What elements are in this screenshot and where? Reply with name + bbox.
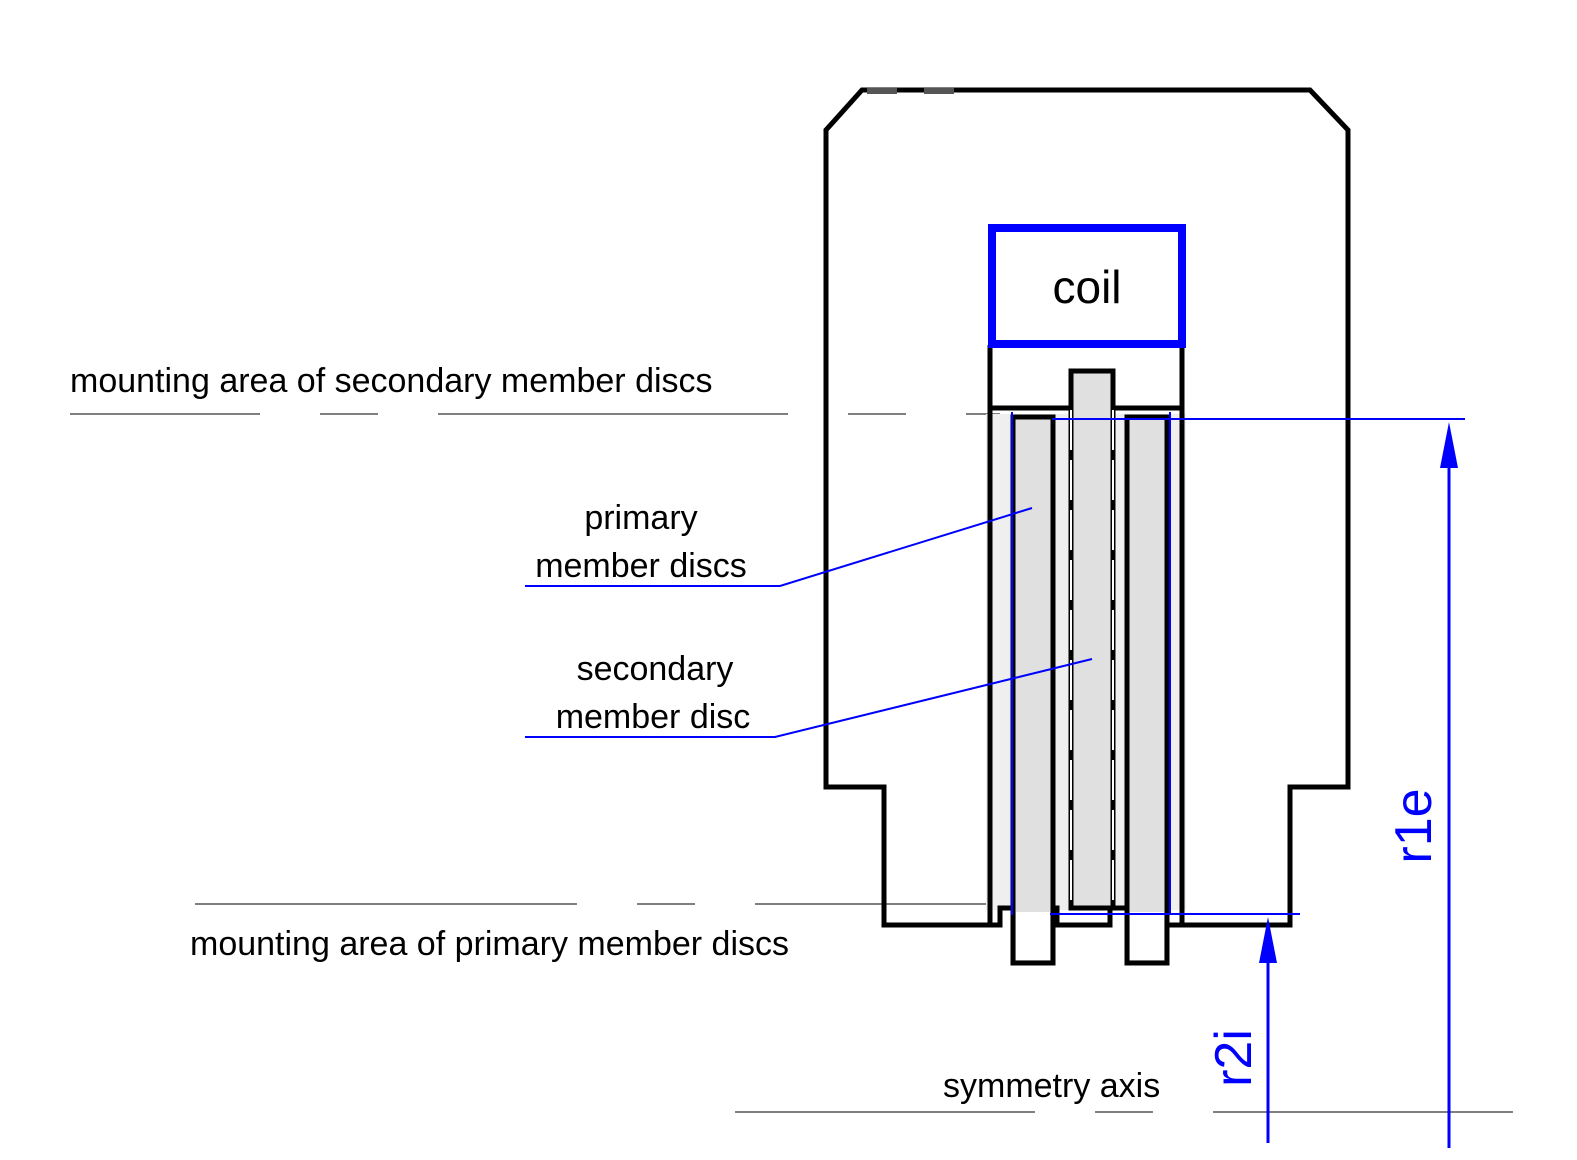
label-primary-line1: primary — [584, 499, 697, 537]
secondary-disc — [1068, 368, 1116, 911]
r1e-label: r1e — [1385, 788, 1443, 863]
coil-label: coil — [1052, 261, 1121, 313]
primary-disc-right-tab — [1130, 912, 1164, 960]
label-secondary-line2: member disc — [556, 698, 751, 736]
r2i-arrowhead — [1259, 917, 1277, 963]
primary-disc-right — [1124, 414, 1170, 966]
coil-box — [988, 224, 1186, 348]
r1e-arrowhead — [1440, 422, 1458, 468]
primary-disc-left — [1010, 414, 1056, 966]
housing-outline — [823, 87, 1351, 928]
housing-top-mark-left — [867, 88, 897, 94]
r2i-label: r2i — [1205, 1029, 1263, 1087]
label-mounting-secondary: mounting area of secondary member discs — [70, 362, 713, 400]
leader-primary-discs — [525, 507, 1033, 587]
label-primary-line2: member discs — [535, 547, 747, 585]
label-symmetry-axis: symmetry axis — [943, 1067, 1160, 1105]
label-secondary-line1: secondary — [577, 650, 734, 688]
label-mounting-primary: mounting area of primary member discs — [190, 925, 789, 963]
housing-top-mark-right — [924, 88, 954, 94]
primary-disc-left-tab — [1016, 912, 1050, 960]
leader-secondary-disc — [525, 658, 1093, 738]
